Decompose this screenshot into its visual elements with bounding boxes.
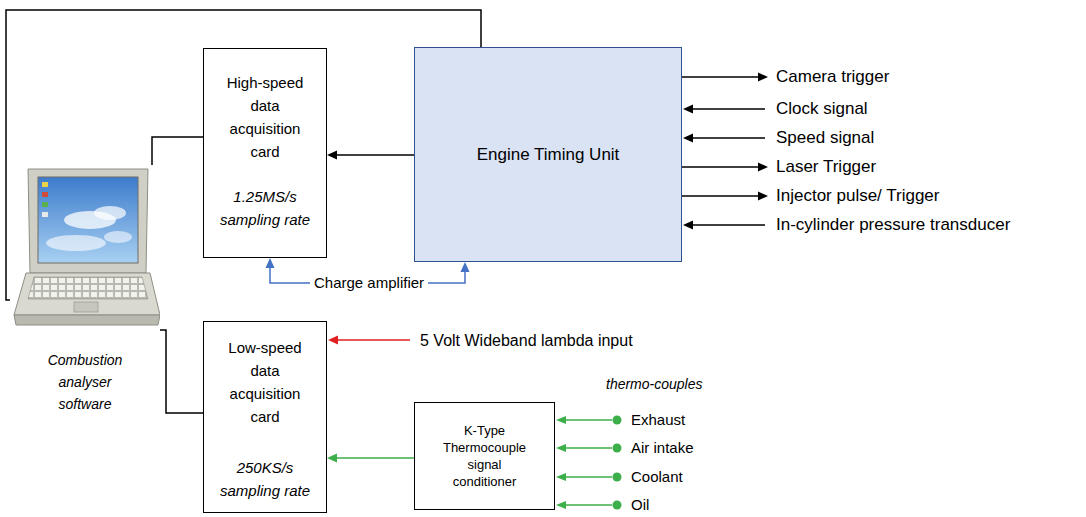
- sample-rate: 250KS/s sampling rate: [219, 456, 311, 502]
- signal-name: Speed signal: [776, 127, 874, 149]
- connector-line: [335, 457, 414, 459]
- sample-rate: 1.25MS/s sampling rate: [219, 185, 311, 231]
- arrow-head: [758, 192, 768, 201]
- signal-wire: [692, 108, 765, 110]
- desktop-icon: [42, 202, 48, 207]
- arrow-head: [758, 163, 768, 172]
- lambda-arrow: [328, 336, 410, 345]
- connector: [327, 454, 414, 463]
- acquisition-card: Low-speed data acquisition card 250KS/s s…: [203, 321, 327, 513]
- connector: [160, 330, 203, 413]
- signal-wire: [337, 339, 410, 341]
- cloud: [94, 206, 126, 220]
- laptop-front: [14, 315, 160, 325]
- laptop-lid: [28, 169, 148, 273]
- desktop-icon: [42, 182, 48, 187]
- arrow-head: [556, 473, 566, 481]
- arrow-head: [683, 134, 693, 143]
- sensor-name: Oil: [631, 495, 649, 515]
- signal-wire: [692, 137, 765, 139]
- sensor-name: Exhaust: [631, 410, 685, 430]
- signal-conditioner-box: K-Type Thermocouple signal conditioner: [414, 402, 555, 510]
- acquisition-card: High-speed data acquisition card 1.25MS/s…: [203, 48, 327, 258]
- signal-wire: [682, 195, 758, 197]
- card-title: High-speed data acquisition card: [219, 71, 311, 163]
- signal-wire: [566, 476, 612, 478]
- signal-name: Injector pulse/ Trigger: [776, 185, 939, 207]
- connector: [152, 137, 203, 165]
- arrow-head: [683, 221, 693, 230]
- signal-name: Clock signal: [776, 98, 868, 120]
- laptop-caption: Combustion analyser software: [35, 349, 135, 415]
- signal-wire: [692, 224, 765, 226]
- sensor-name: Air intake: [631, 438, 694, 458]
- arrow-head: [556, 444, 566, 452]
- sensor-dot: [613, 416, 622, 425]
- sensor-dot: [613, 444, 622, 453]
- card-title: Low-speed data acquisition card: [219, 336, 311, 428]
- arrow-head: [327, 151, 337, 160]
- connector-line: [160, 330, 203, 413]
- group-note: thermo-couples: [606, 375, 703, 393]
- connector-line: [335, 154, 414, 156]
- arrow-head: [556, 501, 566, 509]
- arrow-head: [328, 336, 338, 345]
- laptop-illustration: [10, 165, 160, 335]
- laptop-node: Combustion analyser software: [10, 165, 160, 417]
- connector-line: [152, 137, 203, 165]
- connector: [327, 151, 414, 160]
- arrow-head: [556, 416, 566, 424]
- signal-name: Laser Trigger: [776, 156, 876, 178]
- arrow-head: [461, 262, 470, 272]
- arrow-head: [758, 73, 768, 82]
- connector-line: [6, 10, 481, 300]
- desktop-icon: [42, 192, 48, 197]
- box-title: K-Type Thermocouple signal conditioner: [439, 422, 531, 490]
- sensor-dot: [613, 473, 622, 482]
- signal-arrows: [682, 73, 768, 230]
- signal-wire: [566, 504, 612, 506]
- thermocouple-wires: [556, 416, 622, 510]
- arrow-head: [683, 105, 693, 114]
- connector: [6, 10, 481, 300]
- signal-wire: [566, 419, 612, 421]
- desktop-icon: [42, 212, 48, 217]
- laptop-base: [14, 273, 160, 315]
- arrow-head: [327, 454, 337, 463]
- signal-name: Camera trigger: [776, 66, 889, 88]
- cloud: [46, 235, 106, 251]
- signal-wire: [566, 447, 612, 449]
- timing-unit-box: Engine Timing Unit: [414, 47, 682, 262]
- keyboard: [28, 277, 148, 299]
- connector-label: Charge amplifier: [310, 273, 428, 293]
- signal-wire: [682, 76, 758, 78]
- laptop-screen: [38, 177, 138, 263]
- box-title: Engine Timing Unit: [477, 144, 620, 166]
- cloud: [104, 231, 132, 243]
- sensor-dot: [613, 501, 622, 510]
- signal-name: 5 Volt Wideband lambda input: [420, 330, 633, 351]
- signal-name: In-cylinder pressure transducer: [776, 214, 1010, 236]
- arrow-head: [266, 258, 275, 268]
- signal-wire: [682, 166, 758, 168]
- touchpad: [74, 302, 98, 312]
- sensor-name: Coolant: [631, 467, 683, 487]
